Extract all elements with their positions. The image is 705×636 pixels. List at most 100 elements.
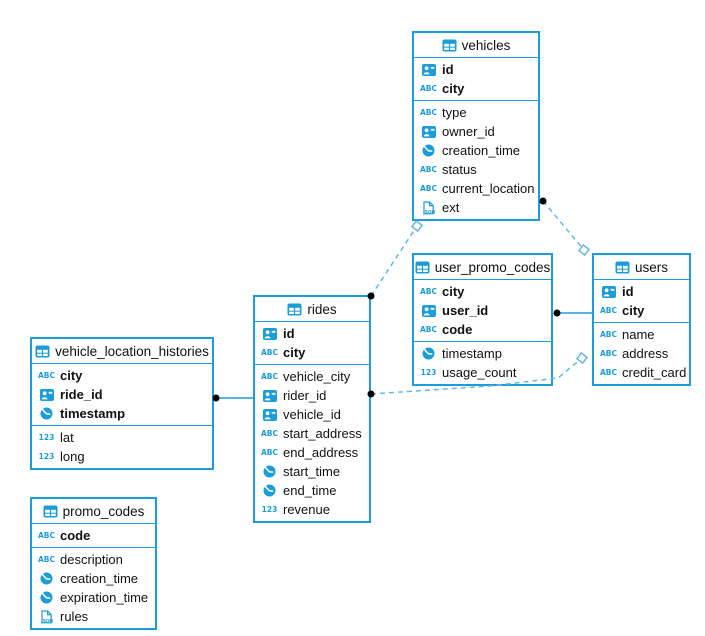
column-name: end_time [283, 483, 337, 498]
column-row-timestamp[interactable]: timestamp [414, 344, 551, 363]
column-row-vehicle_id[interactable]: vehicle_id [255, 405, 369, 424]
timestamp-type-icon [40, 407, 53, 420]
column-row-end_time[interactable]: end_time [255, 481, 369, 500]
column-row-creation_time[interactable]: creation_time [32, 569, 155, 588]
column-name: expiration_time [60, 590, 149, 605]
text-type-icon: ABC [37, 554, 56, 564]
table-header[interactable]: rides [255, 297, 369, 322]
number-type-icon: 123 [38, 451, 55, 461]
column-row-id[interactable]: id [594, 282, 689, 301]
column-name: code [442, 322, 473, 337]
column-name: ext [442, 200, 460, 215]
relationship-rides-vehicles[interactable] [370, 225, 418, 297]
column-row-timestamp[interactable]: timestamp [32, 404, 212, 423]
column-row-city[interactable]: ABC city [255, 343, 369, 362]
text-type-icon: ABC [419, 164, 438, 174]
column-name: name [622, 327, 655, 342]
json-type-icon: JSON [40, 609, 53, 624]
table-name: vehicle_location_histories [55, 343, 209, 359]
column-row-user_id[interactable]: user_id [414, 301, 551, 320]
text-type-icon: ABC [599, 367, 618, 377]
table-header[interactable]: promo_codes [32, 499, 155, 524]
column-row-id[interactable]: id [414, 60, 538, 79]
column-row-start_time[interactable]: start_time [255, 462, 369, 481]
column-name: description [60, 552, 123, 567]
text-type-icon: ABC [419, 324, 438, 334]
text-type-icon: ABC [599, 329, 618, 339]
id-card-icon [421, 63, 436, 76]
column-row-ext[interactable]: JSON ext [414, 198, 538, 217]
table-name: vehicles [461, 37, 511, 53]
column-name: city [622, 303, 645, 318]
relationship-vehicles-users[interactable] [542, 200, 585, 251]
table-header[interactable]: vehicle_location_histories [32, 339, 212, 364]
table-header[interactable]: user_promo_codes [414, 255, 551, 280]
table-name: user_promo_codes [434, 259, 551, 275]
column-row-owner_id[interactable]: owner_id [414, 122, 538, 141]
text-type-icon: ABC [260, 447, 279, 457]
timestamp-type-icon [422, 347, 435, 360]
column-row-ride_id[interactable]: ride_id [32, 385, 212, 404]
column-row-expiration_time[interactable]: expiration_time [32, 588, 155, 607]
table-header[interactable]: users [594, 255, 689, 280]
column-name: id [442, 62, 454, 77]
column-row-revenue[interactable]: 123 revenue [255, 500, 369, 519]
column-name: timestamp [60, 406, 126, 421]
timestamp-type-icon [263, 465, 276, 478]
column-row-description[interactable]: ABC description [32, 550, 155, 569]
svg-text:JSON: JSON [422, 209, 435, 214]
table-name: rides [307, 301, 337, 317]
timestamp-type-icon [40, 572, 53, 585]
number-type-icon: 123 [261, 504, 278, 514]
text-type-icon: ABC [260, 371, 279, 381]
table-name: users [634, 259, 668, 275]
column-name: revenue [283, 502, 330, 517]
id-card-icon [262, 327, 277, 340]
table-header[interactable]: vehicles [414, 33, 538, 58]
column-row-id[interactable]: id [255, 324, 369, 343]
svg-text:JSON: JSON [40, 618, 53, 623]
id-card-icon [421, 304, 436, 317]
table-icon [287, 303, 302, 315]
column-name: city [442, 81, 465, 96]
column-row-creation_time[interactable]: creation_time [414, 141, 538, 160]
column-row-name[interactable]: ABC name [594, 325, 689, 344]
column-name: city [283, 345, 306, 360]
relationship-rides-users[interactable] [370, 357, 583, 395]
column-row-code[interactable]: ABC code [414, 320, 551, 339]
column-name: rider_id [283, 388, 327, 403]
text-type-icon: ABC [260, 347, 279, 357]
column-name: city [60, 368, 83, 383]
column-row-rider_id[interactable]: rider_id [255, 386, 369, 405]
